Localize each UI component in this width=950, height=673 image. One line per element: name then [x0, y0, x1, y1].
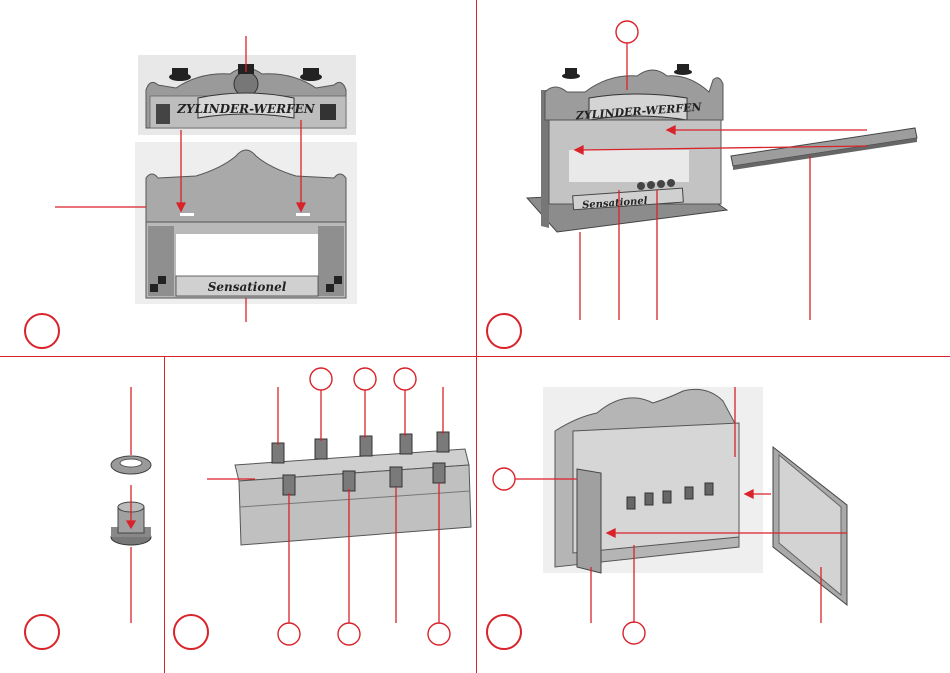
part-callout-circle [623, 622, 645, 644]
step-number-circle [174, 615, 208, 649]
banner-text: Sensationel [208, 280, 287, 294]
booth-frame: Sensationel [135, 142, 357, 304]
part-callout-circle [616, 21, 638, 43]
step-number-circle [487, 314, 521, 348]
step-panel-5 [477, 357, 950, 673]
part-callout-circle [493, 468, 515, 490]
sign-board: ZYLINDER-WERFEN [138, 55, 356, 135]
part-callout-circle [428, 623, 450, 645]
step-panel-4 [165, 357, 476, 673]
peg-rack [235, 432, 471, 545]
booth-back-view [543, 387, 763, 573]
part-callout-circle [278, 623, 300, 645]
side-panel-part [773, 447, 847, 605]
part-callout-circle [354, 368, 376, 390]
step-number-circle [25, 615, 59, 649]
ring-part [111, 456, 151, 474]
step-number-circle [487, 615, 521, 649]
part-callout-circle [338, 623, 360, 645]
step-panel-2: ZYLINDER-WERFEN Sensationel [477, 0, 950, 356]
step-panel-1: ZYLINDER-WERFEN Sensationel [0, 0, 476, 356]
part-callout-circle [394, 368, 416, 390]
step-number-circle [25, 314, 59, 348]
back-panel-part [731, 128, 917, 170]
sign-title-text: ZYLINDER-WERFEN [176, 102, 315, 116]
step-panel-3 [0, 357, 164, 673]
part-callout-circle [310, 368, 332, 390]
